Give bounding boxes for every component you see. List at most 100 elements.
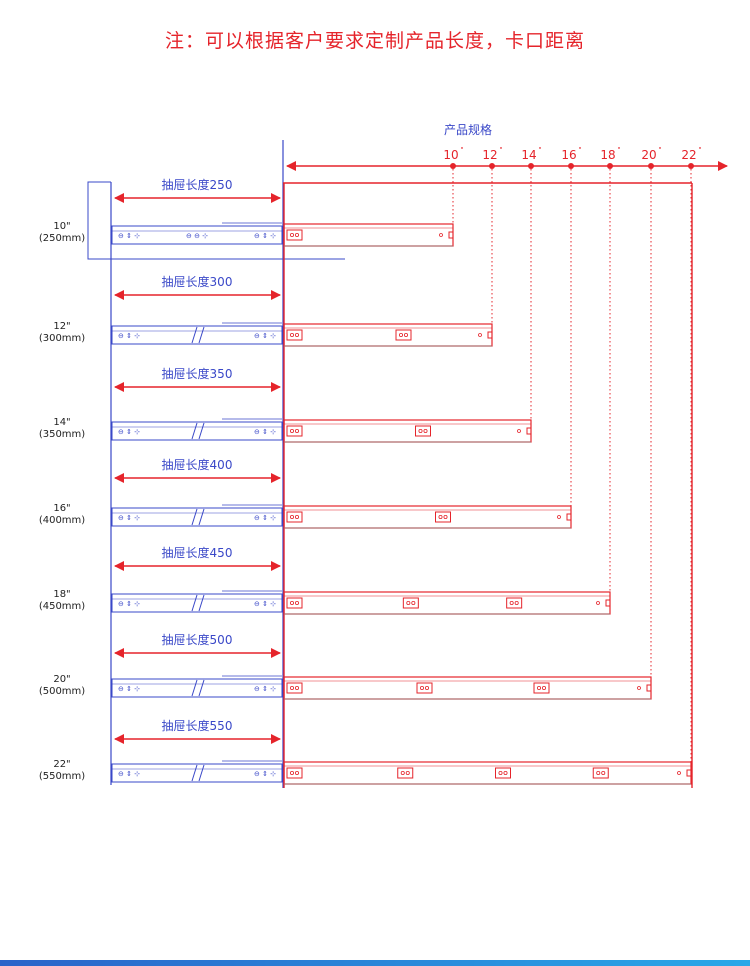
bracket-hole — [411, 601, 416, 606]
rail-end-notch — [566, 513, 571, 521]
rail-size-mm: (450mm) — [39, 601, 85, 612]
mounting-bracket-icon — [533, 682, 550, 694]
inner-rail — [111, 678, 283, 698]
outer-rail — [283, 676, 652, 700]
bracket-hole — [498, 771, 503, 776]
rail-screw-hole-icon: ⊖ ⇕ ⊹ — [254, 332, 276, 340]
spec-tick-inch-mark: " — [658, 146, 661, 154]
outer-rail — [283, 505, 572, 529]
bracket-hole — [424, 686, 429, 691]
bracket-hole — [443, 515, 448, 520]
rail-size-mm: (250mm) — [39, 233, 85, 244]
rail-end-notch — [487, 331, 492, 339]
bracket-hole — [294, 232, 299, 237]
rail-screw-hole-icon: ⊖ ⇕ ⊹ — [254, 685, 276, 693]
spec-tick-inch-mark: " — [617, 146, 620, 154]
mounting-bracket-icon — [435, 511, 451, 523]
bracket-hole — [438, 515, 443, 520]
rail-end-hole — [517, 429, 521, 433]
spec-tick-label: 16 — [561, 148, 576, 162]
outer-rail — [283, 419, 532, 443]
row1-bracket — [87, 181, 345, 260]
spec-tick-inch-mark: " — [578, 146, 581, 154]
bracket-hole — [403, 332, 408, 337]
rail-screw-hole-icon: ⊖ ⇕ ⊹ — [254, 232, 276, 240]
rail-end-notch — [526, 427, 531, 435]
rail-screw-hole-icon: ⊖ ⇕ ⊹ — [118, 600, 140, 608]
bracket-hole — [509, 601, 514, 606]
drawer-length-label: 抽屉长度450 — [162, 545, 233, 560]
bracket-hole — [289, 332, 294, 337]
spec-tick-label: 18 — [600, 148, 615, 162]
rail-screw-hole-icon: ⊖ ⇕ ⊹ — [254, 428, 276, 436]
bracket-hole — [419, 686, 424, 691]
rail-screw-hole-icon: ⊖ ⇕ ⊹ — [254, 514, 276, 522]
mounting-bracket-icon — [402, 597, 419, 609]
rail-end-notch — [686, 769, 691, 777]
bracket-hole — [514, 601, 519, 606]
bracket-hole — [294, 771, 299, 776]
spec-tick-inch-mark: " — [698, 146, 701, 154]
rail-break-symbol — [191, 679, 205, 697]
spec-tick-dot — [648, 163, 654, 169]
bracket-hole — [596, 771, 601, 776]
mounting-bracket-icon — [286, 329, 303, 341]
rail-break-symbol — [191, 594, 205, 612]
rail-screw-hole-icon: ⊖ ⇕ ⊹ — [118, 770, 140, 778]
spec-tick-dot — [568, 163, 574, 169]
rail-screw-hole-icon: ⊖ ⇕ ⊹ — [254, 600, 276, 608]
mounting-bracket-icon — [286, 767, 303, 779]
rail-size-mm: (500mm) — [39, 686, 85, 697]
spec-tick-label: 10 — [443, 148, 458, 162]
bracket-hole — [294, 515, 299, 520]
rail-screw-hole-icon: ⊖ ⊖ ⊹ — [186, 232, 208, 240]
spec-tick-inch-mark: " — [538, 146, 541, 154]
bracket-hole — [294, 601, 299, 606]
bottom-accent-bar — [0, 960, 750, 966]
bracket-hole — [294, 686, 299, 691]
mounting-bracket-icon — [397, 767, 414, 779]
mounting-bracket-icon — [286, 682, 303, 694]
drawer-length-label: 抽屉长度400 — [162, 457, 233, 472]
rail-size-inch: 12" — [53, 321, 70, 332]
rail-end-hole — [557, 515, 561, 519]
bracket-hole — [537, 686, 542, 691]
rail-break-symbol — [191, 326, 205, 344]
spec-tick-dot — [528, 163, 534, 169]
rail-size-inch: 10" — [53, 221, 70, 232]
bracket-hole — [398, 332, 403, 337]
mounting-bracket-icon — [592, 767, 609, 779]
spec-tick-label: 14 — [521, 148, 536, 162]
mounting-bracket-icon — [286, 511, 303, 523]
outer-rail — [283, 591, 611, 615]
mounting-bracket-icon — [286, 229, 303, 241]
bracket-hole — [289, 686, 294, 691]
mounting-bracket-icon — [395, 329, 412, 341]
rail-screw-hole-icon: ⊖ ⇕ ⊹ — [254, 770, 276, 778]
rail-size-inch: 22" — [53, 759, 70, 770]
inner-rail — [111, 421, 283, 441]
drawer-length-label: 抽屉长度500 — [162, 632, 233, 647]
rail-screw-hole-icon: ⊖ ⇕ ⊹ — [118, 332, 140, 340]
drawer-length-label: 抽屉长度300 — [162, 274, 233, 289]
bracket-hole — [289, 428, 294, 433]
rail-break-symbol — [191, 508, 205, 526]
bracket-hole — [289, 601, 294, 606]
rail-screw-hole-icon: ⊖ ⇕ ⊹ — [118, 428, 140, 436]
mounting-bracket-icon — [506, 597, 523, 609]
spec-tick-inch-mark: " — [499, 146, 502, 154]
bracket-hole — [289, 771, 294, 776]
rail-end-hole — [596, 601, 600, 605]
bracket-hole — [294, 332, 299, 337]
outer-rail — [283, 323, 493, 347]
rail-size-mm: (400mm) — [39, 515, 85, 526]
rail-size-inch: 14" — [53, 417, 70, 428]
spec-tick-dot — [688, 163, 694, 169]
rail-screw-hole-icon: ⊖ ⇕ ⊹ — [118, 514, 140, 522]
mounting-bracket-icon — [495, 767, 511, 779]
rail-screw-hole-icon: ⊖ ⇕ ⊹ — [118, 232, 140, 240]
inner-rail — [111, 225, 283, 245]
bracket-hole — [400, 771, 405, 776]
spec-tick-dot — [607, 163, 613, 169]
